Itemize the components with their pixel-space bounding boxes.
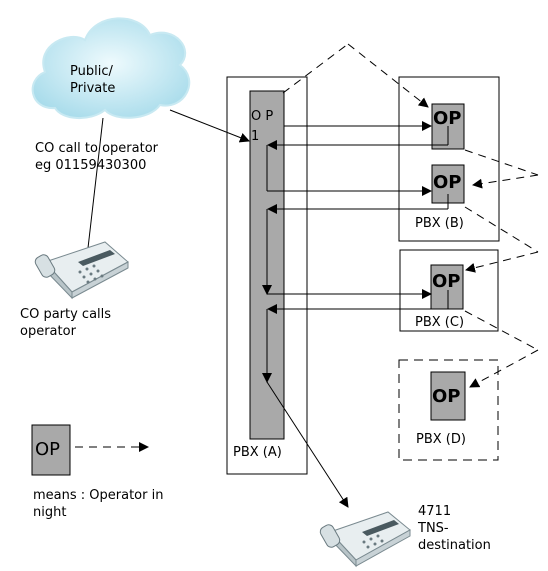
cloud-label-line1: Public/	[70, 64, 113, 79]
call-transfer-arrows	[262, 121, 449, 508]
pbx-a-op-line1: O P	[251, 109, 273, 124]
destination-line2: TNS-	[417, 521, 449, 536]
co-call-label-line1: CO call to operator	[35, 141, 159, 156]
destination-line1: 4711	[418, 504, 451, 519]
cloud-label-line2: Private	[70, 81, 115, 96]
pbx-d-op-box	[430, 371, 466, 421]
pbx-d-label: PBX (D)	[416, 432, 466, 447]
pbx-c-frame	[399, 249, 499, 332]
cloud-icon	[31, 17, 191, 119]
pbx-a-label: PBX (A)	[233, 445, 282, 460]
pbx-b-frame	[398, 76, 500, 242]
legend-text-line1: means : Operator in	[33, 488, 163, 503]
pbx-d-op-label: OP	[432, 386, 461, 407]
co-party-label-line2: operator	[20, 324, 77, 339]
pbx-b-label: PBX (B)	[415, 216, 464, 231]
legend-text-line2: night	[33, 505, 66, 520]
pbx-a-op-line2: 1	[251, 129, 259, 144]
legend-op-box	[31, 424, 71, 476]
co-call-label-line2: eg 01159430300	[35, 158, 146, 173]
cloud-to-op1-arrow	[169, 109, 250, 143]
pbx-a-frame	[226, 76, 308, 475]
destination-line3: destination	[418, 538, 491, 553]
pbx-c-op-label: OP	[432, 271, 461, 292]
pbx-d-frame	[398, 359, 499, 461]
cloud-to-phone-line	[87, 117, 104, 249]
pbx-b-op-label-2: OP	[433, 172, 462, 193]
pbx-b-op-label-1: OP	[433, 108, 462, 129]
pbx-c-label: PBX (C)	[415, 315, 464, 330]
desk-phone-icon	[319, 511, 411, 568]
night-operator-arrows	[282, 43, 539, 388]
desk-phone-icon	[34, 241, 129, 300]
legend-op-label: OP	[35, 439, 60, 460]
co-party-label-line1: CO party calls	[20, 307, 111, 322]
